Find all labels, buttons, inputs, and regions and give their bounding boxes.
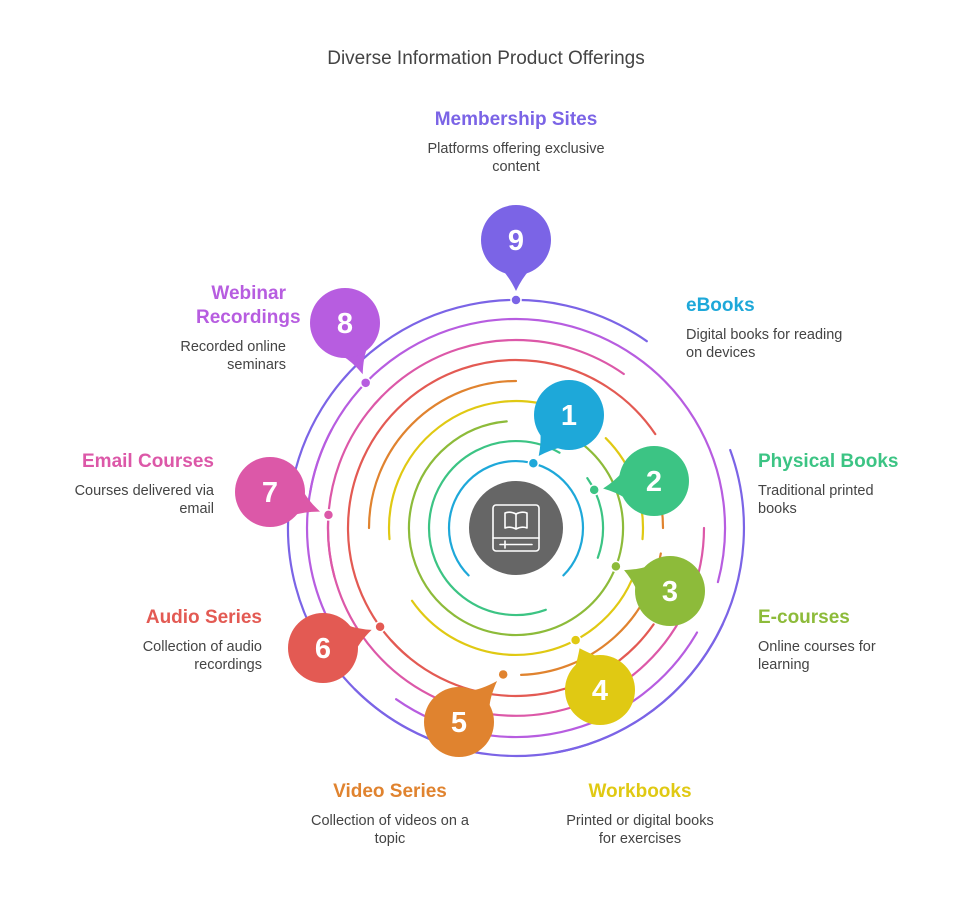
ring-7-arc-1	[326, 338, 625, 578]
item-4-description: Printed or digital books for exercises	[566, 813, 714, 847]
ring-8-dot	[359, 377, 372, 389]
item-9-label: Membership Sites Platforms offering excl…	[416, 108, 616, 176]
ring-9-arc-2	[554, 448, 745, 754]
item-7-number: 7	[262, 477, 278, 509]
item-4-bubble-circle	[565, 655, 635, 725]
item-4-number: 4	[592, 675, 608, 707]
ring-6-arc-1	[346, 358, 657, 658]
item-7-bubble: 7	[235, 457, 321, 527]
item-8-bubble-circle	[310, 288, 380, 358]
ring-5-dot	[497, 668, 509, 681]
item-2-bubble-circle	[619, 446, 689, 516]
ring-5-arc-1	[367, 379, 518, 530]
ring-1-dot	[527, 457, 540, 470]
item-3-description: Online courses for learning	[758, 639, 876, 673]
item-1-number: 1	[561, 400, 577, 432]
item-7-label: Email Courses Courses delivered via emai…	[14, 450, 214, 518]
item-6-title: Audio Series	[145, 607, 262, 628]
item-7-title: Email Courses	[82, 451, 214, 472]
item-9-description: Platforms offering exclusive content	[427, 141, 605, 175]
item-9-number: 9	[508, 225, 524, 257]
center-hub	[469, 481, 563, 575]
item-4-bubble: 4	[565, 648, 635, 725]
item-8-label: Webinar Recordings Recorded online semin…	[86, 282, 301, 374]
ring-6-arc-2	[390, 623, 655, 698]
item-2-number: 2	[646, 466, 662, 498]
ring-3-dot	[610, 560, 622, 573]
item-1-description: Digital books for reading on devices	[686, 327, 843, 361]
item-7-description: Courses delivered via email	[74, 483, 214, 517]
item-8-title: Webinar Recordings	[196, 283, 301, 328]
item-9-bubble-circle	[481, 205, 551, 275]
item-3-title: E-courses	[758, 607, 850, 628]
item-1-label: eBooks Digital books for reading on devi…	[686, 294, 886, 362]
item-5-title: Video Series	[333, 781, 447, 802]
item-4-label: Workbooks Printed or digital books for e…	[540, 780, 740, 848]
item-5-bubble: 5	[424, 681, 498, 757]
item-5-number: 5	[451, 707, 467, 739]
item-5-description: Collection of videos on a topic	[311, 813, 469, 847]
ring-8-arc-1	[309, 317, 727, 584]
item-5-bubble-pointer	[469, 681, 498, 710]
ring-4-dot	[569, 634, 582, 646]
item-9-title: Membership Sites	[434, 109, 598, 130]
item-1-bubble-circle	[534, 380, 604, 450]
item-1-bubble: 1	[534, 380, 604, 457]
item-2-title: Physical Books	[758, 451, 899, 472]
item-6-label: Audio Series Collection of audio recordi…	[62, 606, 262, 674]
item-3-label: E-courses Online courses for learning	[758, 606, 958, 674]
item-3-bubble-circle	[635, 556, 705, 626]
ebook-reader-icon	[492, 504, 540, 552]
ring-3-arc-2	[453, 429, 625, 637]
ring-7-dot	[322, 509, 335, 521]
ring-4-arc-1	[387, 399, 561, 541]
item-6-bubble: 6	[288, 613, 372, 683]
ring-1-arc-1	[447, 460, 585, 577]
item-9-bubble-pointer	[502, 270, 530, 291]
item-3-bubble: 3	[624, 556, 705, 626]
ring-2-dot	[588, 484, 600, 496]
ring-2-arc-1	[427, 439, 561, 617]
item-5-label: Video Series Collection of videos on a t…	[290, 780, 490, 848]
ring-4-arc-3	[410, 570, 637, 656]
item-6-number: 6	[315, 633, 331, 665]
item-7-bubble-circle	[235, 457, 305, 527]
item-8-bubble: 8	[310, 288, 380, 375]
item-2-bubble: 2	[603, 446, 689, 516]
item-8-number: 8	[337, 308, 353, 340]
item-9-bubble: 9	[481, 205, 551, 291]
item-6-description: Collection of audio recordings	[142, 639, 262, 673]
item-1-title: eBooks	[686, 295, 755, 316]
ring-9-dot	[510, 294, 522, 306]
item-2-description: Traditional printed books	[758, 483, 874, 517]
item-5-bubble-circle	[424, 687, 494, 757]
ring-3-arc-1	[407, 420, 508, 617]
item-4-title: Workbooks	[588, 781, 692, 802]
item-8-description: Recorded online seminars	[180, 339, 286, 373]
item-2-label: Physical Books Traditional printed books	[758, 450, 958, 518]
ring-6-dot	[374, 620, 386, 633]
item-3-number: 3	[662, 576, 678, 608]
diagram-title: Diverse Information Product Offerings	[327, 48, 645, 69]
item-6-bubble-circle	[288, 613, 358, 683]
